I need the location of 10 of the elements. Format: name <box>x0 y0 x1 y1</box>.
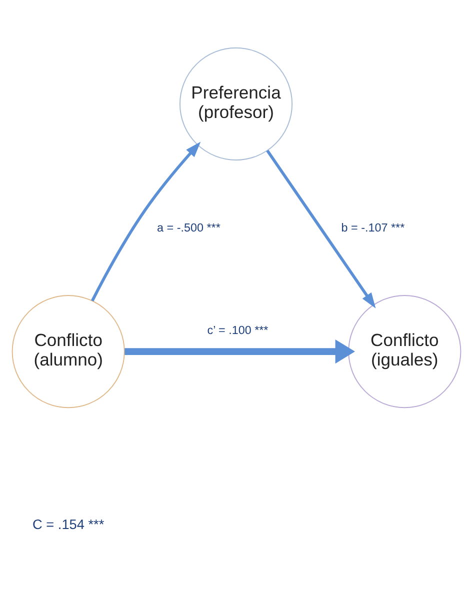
arrow <box>124 339 355 364</box>
node-circle: Conflicto (iguales) <box>348 295 462 408</box>
arrow <box>90 142 201 302</box>
edge-label: b = -.107 *** <box>341 221 405 234</box>
node-circle: Preferencia (profesor) <box>179 47 293 160</box>
edge-label: a = -.500 *** <box>157 221 220 234</box>
label: C = .154 *** <box>32 517 104 532</box>
arrow <box>266 150 376 308</box>
edge-label: c’ = .100 *** <box>207 324 268 338</box>
node-circle: Conflicto (alumno) <box>12 295 125 408</box>
